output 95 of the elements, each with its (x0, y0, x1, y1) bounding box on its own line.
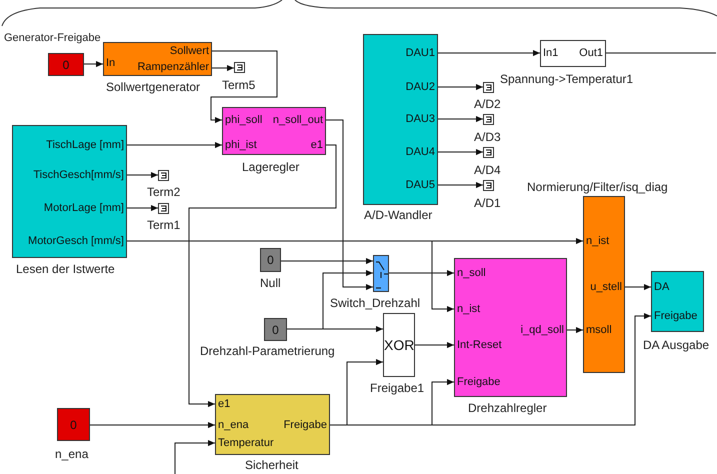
subsystem-block (651, 271, 704, 332)
subsystem-block (103, 42, 212, 76)
block-name: Switch_Drehzahl (330, 296, 420, 310)
block-name: Drehzahlregler (468, 401, 547, 415)
subsystem-block (222, 107, 326, 155)
port-label: DAU4 (406, 146, 435, 159)
signal-line (326, 120, 374, 290)
subsystem-block (540, 40, 606, 67)
block-name: A/D4 (474, 163, 501, 177)
constant-value: 0 (267, 253, 274, 267)
block-name: Sollwertgenerator (106, 80, 200, 94)
subsystem-block (363, 34, 438, 205)
block-name: Term1 (147, 218, 180, 232)
port-label: MotorLage [mm] (44, 202, 124, 215)
port-label: e1 (310, 139, 323, 152)
port-label: u_stell (590, 281, 622, 294)
block-name: Term2 (147, 185, 180, 199)
signal-line (280, 258, 374, 264)
block-name: Lageregler (242, 160, 300, 174)
port-label: DAU2 (406, 81, 435, 94)
port-label: DAU1 (406, 47, 435, 60)
port-label: TischGesch[mm/s] (33, 169, 124, 182)
signal-line (126, 142, 222, 148)
signal-line (286, 326, 384, 332)
signal-line (174, 440, 216, 474)
port-label: DAU3 (406, 113, 435, 126)
signal-line (438, 116, 484, 122)
constant-value: 0 (70, 418, 77, 432)
block-name: Sicherheit (245, 458, 298, 472)
block-name: A/D3 (474, 130, 501, 144)
constant-value: 0 (62, 58, 70, 72)
port-label: TischLage [mm] (46, 139, 124, 152)
port-label: n_soll (457, 267, 486, 280)
block-name: DA Ausgabe (643, 338, 710, 352)
port-label: DA (654, 281, 670, 294)
port-label: Rampenzähler (137, 61, 209, 74)
signal-line (84, 60, 104, 68)
constant-block (260, 248, 281, 272)
signal-line (212, 64, 234, 72)
signal-line (438, 84, 484, 90)
constant-block (264, 318, 287, 341)
port-label: Freigabe (457, 376, 500, 389)
block-name: A/D-Wandler (364, 208, 432, 222)
port-label: Freigabe (654, 310, 698, 323)
signal-line (126, 172, 158, 178)
signal-line (438, 148, 484, 156)
port-label: msoll (586, 324, 612, 337)
port-label: e1 (218, 398, 230, 411)
logic-block (383, 313, 415, 377)
subsystem-block (215, 394, 330, 455)
port-label: In (106, 57, 116, 70)
port-label: n_ist (586, 235, 610, 248)
signal-line (414, 342, 454, 348)
block-name: Normierung/Filter/isq_diag (527, 180, 668, 194)
constant-value: 0 (272, 322, 279, 336)
block-name: A/D2 (474, 97, 501, 111)
signal-line (624, 284, 652, 290)
signal-line (388, 270, 454, 276)
port-label: MotorGesch [mm/s] (28, 235, 124, 248)
block-name: A/D1 (474, 196, 501, 210)
subsystem-block (12, 125, 127, 258)
block-name: Null (260, 276, 281, 290)
port-label: n_ist (457, 303, 480, 316)
block-name: Term5 (222, 78, 256, 92)
signal-line (188, 144, 336, 408)
port-label: DAU5 (406, 179, 435, 192)
port-label: phi_soll (225, 114, 262, 127)
block-name: Lesen der Istwerte (16, 262, 115, 276)
port-label: i_qd_soll (520, 324, 564, 337)
port-label: In1 (543, 47, 558, 60)
block-name: Spannung->Temperatur1 (500, 72, 634, 86)
constant-block (57, 408, 90, 441)
port-label: phi_ist (225, 139, 257, 152)
signal-line (566, 326, 584, 334)
block-name: Freigabe1 (370, 381, 424, 395)
port-label: Out1 (579, 47, 603, 60)
signal-line (438, 182, 484, 188)
block-name: Drehzahl-Parametrierung (200, 344, 335, 358)
signal-label: Generator-Freigabe (4, 31, 101, 45)
block-name: n_ena (55, 447, 88, 461)
subsystem-block (583, 196, 625, 373)
signal-line (126, 204, 158, 212)
port-label: n_ena (218, 419, 249, 432)
port-label: Sollwert (170, 45, 209, 58)
signal-line (438, 50, 540, 56)
constant-block (48, 53, 84, 76)
subsystem-block (454, 258, 567, 397)
port-label: Temperatur (218, 437, 274, 450)
port-label: Int-Reset (457, 339, 502, 352)
signal-line (210, 50, 278, 124)
signal-line (90, 422, 216, 428)
signal-line (606, 52, 716, 54)
operator-label: XOR (384, 337, 414, 353)
port-label: n_soll_out (272, 114, 323, 127)
port-label: Freigabe (284, 419, 327, 432)
